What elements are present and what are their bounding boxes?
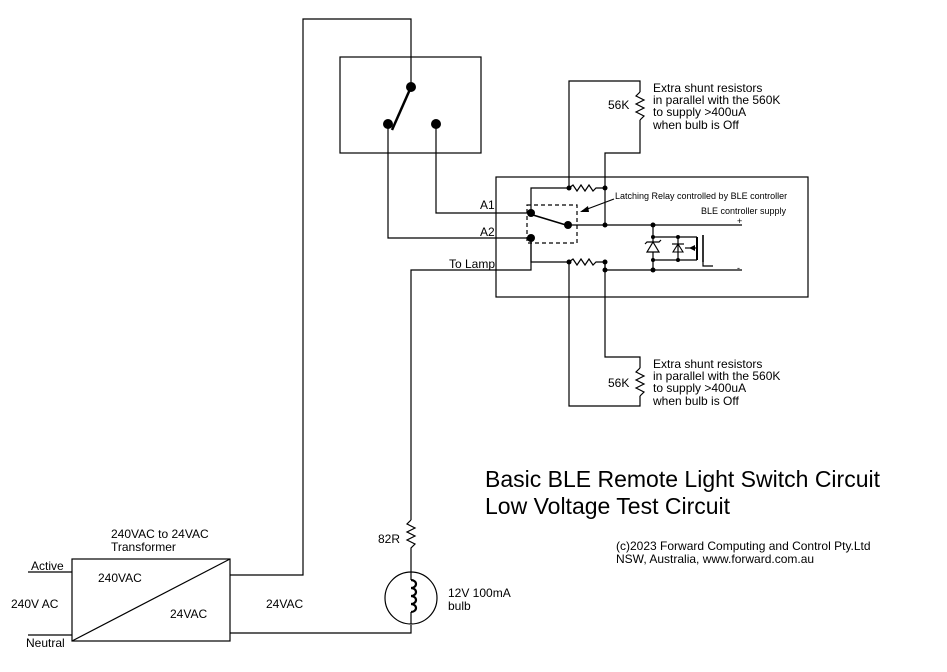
title-line2: Low Voltage Test Circuit <box>485 493 731 519</box>
wire <box>568 80 641 188</box>
bulb-label-line1: 12V 100mA <box>448 586 511 600</box>
switch-lever <box>390 86 413 131</box>
shunt-bottom-line3: to supply >400uA <box>653 381 746 395</box>
junction-dot <box>651 258 655 262</box>
controller-supply-label: BLE controller supply <box>701 206 787 216</box>
a2-label: A2 <box>480 225 495 239</box>
shunt-resistor-bottom: 56K Extra shunt resistors in parallel wi… <box>568 262 780 408</box>
relay-pointer-arrowhead <box>580 206 589 212</box>
bulb-label-line2: bulb <box>448 599 471 613</box>
shunt-top-value: 56K <box>608 98 629 112</box>
shunt-top-line2: in parallel with the 560K <box>653 93 780 107</box>
wire <box>604 120 641 188</box>
junction-dot <box>651 235 655 239</box>
mains-supply-label: 240V AC <box>11 597 59 611</box>
shunt-bottom-line4: when bulb is Off <box>652 394 739 408</box>
secondary-supply-label: 24VAC <box>266 597 303 611</box>
to-lamp-label: To Lamp <box>449 257 495 271</box>
shunt-bottom-value: 56K <box>608 376 629 390</box>
resistor-82r-label: 82R <box>378 532 400 546</box>
supply-plus-label: + <box>737 216 742 226</box>
shunt-resistor-top: 56K Extra shunt resistors in parallel wi… <box>568 80 780 188</box>
switch-box <box>339 56 482 154</box>
secondary-bottom-wire <box>230 625 412 634</box>
bulb: 12V 100mA bulb <box>384 571 511 625</box>
shunt-top-line4: when bulb is Off <box>652 118 739 132</box>
relay-arm <box>532 214 567 226</box>
transformer-primary-label: 240VAC <box>98 571 142 585</box>
bottom-resistor-left-wire <box>530 238 569 263</box>
controller-box <box>495 176 809 298</box>
wire <box>568 262 641 407</box>
wire <box>604 262 641 368</box>
junction-dot <box>650 267 656 273</box>
manual-switch <box>339 56 482 154</box>
shunt-top-line1: Extra shunt resistors <box>653 81 762 95</box>
junction-dot <box>676 258 680 262</box>
zener-diode-icon <box>645 240 661 253</box>
junction-dot <box>650 222 656 228</box>
wire <box>702 262 713 267</box>
shunt-bottom-line1: Extra shunt resistors <box>653 357 762 371</box>
relay-label: Latching Relay controlled by BLE control… <box>615 191 787 201</box>
transformer-label-line2: Transformer <box>111 540 176 554</box>
internal-resistor-bottom <box>568 257 605 267</box>
a1-label: A1 <box>480 198 495 212</box>
transformer: 240VAC to 24VAC Transformer 240VAC 24VAC <box>71 527 231 642</box>
ble-controller-module: Latching Relay controlled by BLE control… <box>495 176 809 298</box>
transformer-secondary-label: 24VAC <box>170 607 207 621</box>
secondary-top-wire <box>230 18 412 576</box>
shunt-resistor-top-icon <box>634 91 646 121</box>
to-lamp-wire <box>410 238 532 520</box>
switch-to-a1-wire <box>435 124 531 214</box>
transformer-box <box>71 558 231 642</box>
wire <box>644 239 662 245</box>
title-line1: Basic BLE Remote Light Switch Circuit <box>485 466 881 492</box>
supply-minus-label: - <box>737 263 740 273</box>
latching-relay-box <box>526 204 578 244</box>
transformer-diagonal <box>71 558 231 642</box>
shunt-top-line3: to supply >400uA <box>653 105 746 119</box>
transformer-label-line1: 240VAC to 24VAC <box>111 527 209 541</box>
shunt-bottom-line2: in parallel with the 560K <box>653 369 780 383</box>
resistor-82r-icon <box>405 519 417 572</box>
internal-resistor-top <box>568 183 605 193</box>
copyright-line1: (c)2023 Forward Computing and Control Pt… <box>616 539 871 553</box>
neutral-label: Neutral <box>26 636 65 650</box>
copyright-line2: NSW, Australia, www.forward.com.au <box>616 552 814 566</box>
junction-dot <box>676 235 680 239</box>
junction-dot <box>602 222 608 228</box>
bulb-filament <box>410 578 418 614</box>
switch-to-a2-wire <box>387 124 531 239</box>
active-label: Active <box>31 559 64 573</box>
shunt-resistor-bottom-icon <box>634 367 646 397</box>
top-resistor-left-wire <box>530 187 569 213</box>
